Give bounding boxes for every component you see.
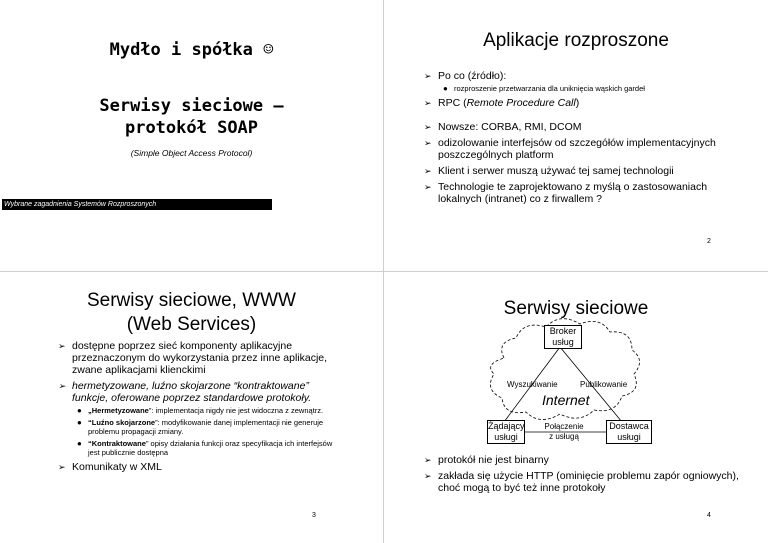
slide-4: Serwisy sieciowe Broker usług Wyszukiwan… <box>384 272 768 543</box>
slide-1: Mydło i spółka ☺ Serwisy sieciowe – prot… <box>0 0 383 271</box>
slide-3: Serwisy sieciowe, WWW (Web Services) ➢do… <box>0 272 383 543</box>
slide-1-footer: Wybrane zagadnienia Systemów Rozproszony… <box>2 199 272 210</box>
sub-list-item: ●rozproszenie przetwarzania dla uniknięc… <box>443 84 645 93</box>
slide-3-title: Serwisy sieciowe, WWW (Web Services) <box>0 289 383 337</box>
slide-4-title: Serwisy sieciowe <box>503 298 649 319</box>
sub-list: ●rozproszenie przetwarzania dla uniknięc… <box>438 84 744 93</box>
connection-label: Połączenie z usługą <box>544 422 584 441</box>
list-item: ➢Po co (źródło): ●rozproszenie przetwarz… <box>424 70 744 93</box>
search-connector <box>503 346 561 423</box>
list-item: ➢Klient i serwer muszą używać tej samej … <box>424 165 674 177</box>
slide-2-title: Aplikacje rozproszone <box>483 30 669 51</box>
arrowhead-bullet-icon: ➢ <box>424 182 432 192</box>
publish-connector <box>559 346 623 423</box>
sub-list-item: ●„Hermetyzowane”: implementacja nigdy ni… <box>77 406 324 415</box>
title-line-2: (Web Services) <box>126 314 257 335</box>
slide-1-title: Mydło i spółka ☺ <box>109 40 274 60</box>
internet-cloud <box>490 318 640 420</box>
horizontal-divider <box>0 271 768 272</box>
searching-label: Wyszukiwanie <box>507 380 558 389</box>
slide-4-bullets: ➢protokół nie jest binarny ➢zakłada się … <box>424 454 744 498</box>
list-item: ➢Nowsze: CORBA, RMI, DCOM <box>424 121 582 133</box>
page-number: 2 <box>707 238 711 245</box>
arrowhead-bullet-icon: ➢ <box>424 471 432 481</box>
arrowhead-bullet-icon: ➢ <box>58 341 66 351</box>
sub-list-item: ●“Luźno skojarzone”: modyfikowanie danej… <box>77 418 324 436</box>
slide-2: Aplikacje rozproszone ➢Po co (źródło): ●… <box>384 0 768 271</box>
publishing-label: Publikowanie <box>580 380 628 389</box>
list-item: ➢Technologie te zaprojektowano z myślą o… <box>424 181 708 205</box>
services-diagram <box>490 318 640 433</box>
arrowhead-bullet-icon: ➢ <box>424 71 432 81</box>
dot-bullet-icon: ● <box>77 418 82 427</box>
subtitle-line-2: protokół SOAP <box>124 118 259 138</box>
page-number: 4 <box>707 512 711 519</box>
arrowhead-bullet-icon: ➢ <box>424 98 432 108</box>
subtitle-line-1: Serwisy sieciowe – <box>99 96 284 116</box>
title-line-1: Serwisy sieciowe, WWW <box>86 290 296 311</box>
list-item: ➢zakłada się użycie HTTP (ominięcie prob… <box>424 470 739 494</box>
arrowhead-bullet-icon: ➢ <box>58 381 66 391</box>
dot-bullet-icon: ● <box>443 84 448 93</box>
arrowhead-bullet-icon: ➢ <box>424 138 432 148</box>
dot-bullet-icon: ● <box>77 439 82 448</box>
list-item: ➢dostępne poprzez sieć komponenty aplika… <box>58 340 328 376</box>
arrowhead-bullet-icon: ➢ <box>424 166 432 176</box>
slide-3-bullets: ➢dostępne poprzez sieć komponenty aplika… <box>58 340 334 477</box>
arrowhead-bullet-icon: ➢ <box>424 455 432 465</box>
list-item: ➢RPC (Remote Procedure Call) <box>424 97 580 109</box>
list-item: ➢odizolowanie interfejsów od szczegółów … <box>424 137 716 161</box>
arrowhead-bullet-icon: ➢ <box>424 122 432 132</box>
arrowhead-bullet-icon: ➢ <box>58 462 66 472</box>
sub-list: ●„Hermetyzowane”: implementacja nigdy ni… <box>72 406 334 457</box>
list-item: ➢hermetyzowane, luźno skojarzone “kontra… <box>58 380 334 457</box>
dot-bullet-icon: ● <box>77 406 82 415</box>
list-item: ➢Komunikaty w XML <box>58 461 162 473</box>
page-number: 3 <box>312 512 316 519</box>
slide-1-small-text: (Simple Object Access Protocol) <box>130 148 253 158</box>
list-item: ➢protokół nie jest binarny <box>424 454 549 466</box>
internet-label: Internet <box>542 392 590 408</box>
requester-box: Żądający usługi <box>487 420 525 444</box>
slide-2-bullets: ➢Po co (źródło): ●rozproszenie przetwarz… <box>424 70 744 209</box>
sub-list-item: ●“Kontraktowane” opisy działania funkcji… <box>77 439 333 457</box>
broker-box: Broker usług <box>544 325 582 349</box>
provider-box: Dostawca usługi <box>606 420 652 444</box>
slide-1-subtitle: Serwisy sieciowe – protokół SOAP <box>0 95 383 139</box>
